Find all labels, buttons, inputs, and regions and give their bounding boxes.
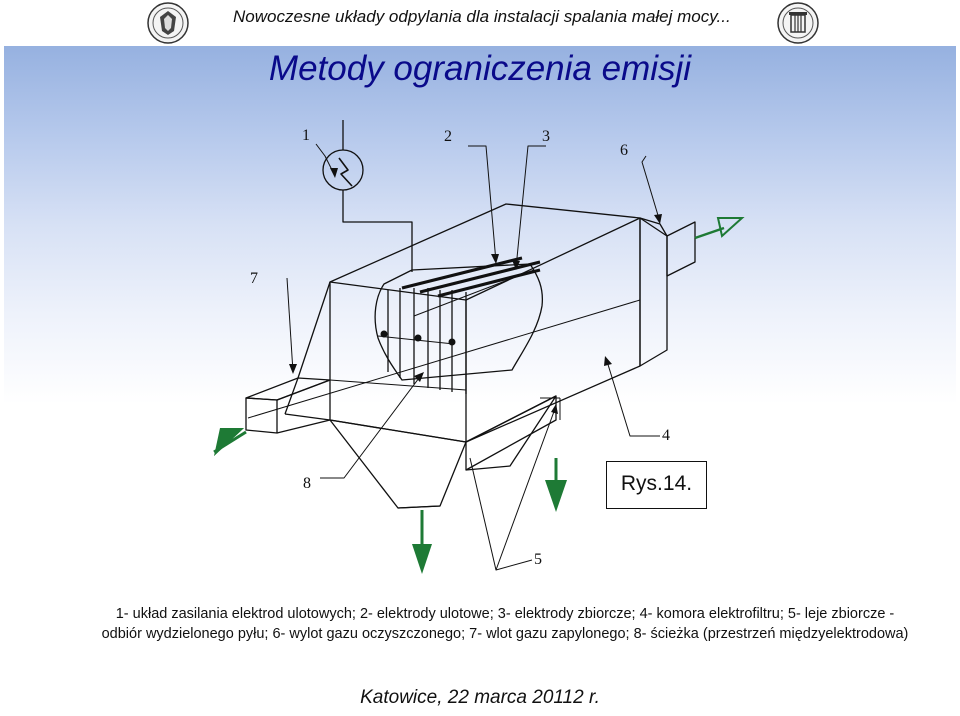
slide-title: Metody ograniczenia emisji xyxy=(268,49,692,88)
inlet-arrow-icon xyxy=(213,428,247,456)
label-4: 4 xyxy=(662,427,670,444)
electrostatic-precipitator-diagram: 1 2 3 6 7 4 8 5 xyxy=(213,120,745,574)
outlet-arrow-icon xyxy=(694,217,745,240)
discharge-electrodes xyxy=(401,256,541,298)
electrode-cutaway xyxy=(374,263,544,394)
label-6: 6 xyxy=(620,142,628,159)
footer-text: Katowice, 22 marca 20112 r. xyxy=(360,687,600,708)
chamber-body xyxy=(245,203,696,443)
header-title: Nowoczesne układy odpylania dla instalac… xyxy=(233,7,731,26)
faculty-logo-right xyxy=(777,2,819,44)
leader-lines xyxy=(286,143,661,571)
header-bar: Nowoczesne układy odpylania dla instalac… xyxy=(0,0,960,46)
component-numbers: 1 2 3 6 7 4 8 5 xyxy=(250,127,670,568)
label-2: 2 xyxy=(444,128,452,145)
label-3: 3 xyxy=(542,128,550,145)
figure-label: Rys.14. xyxy=(620,472,693,495)
label-8: 8 xyxy=(303,475,311,492)
slide-background xyxy=(4,46,956,686)
label-7: 7 xyxy=(250,270,258,287)
leader-arrowheads xyxy=(289,168,662,414)
label-1: 1 xyxy=(302,127,310,144)
dust-discharge-arrow-icon-2 xyxy=(545,458,567,512)
figure-caption: 1- układ zasilania elektrod ulotowych; 2… xyxy=(101,606,909,642)
gas-flow-arrows xyxy=(213,217,745,574)
electrode-nodes xyxy=(380,330,456,346)
university-crest-logo-left xyxy=(147,2,189,44)
label-5: 5 xyxy=(534,551,542,568)
figure-label-box: Rys.14. xyxy=(606,461,707,509)
high-voltage-supply xyxy=(322,120,413,272)
dust-discharge-arrow-icon-1 xyxy=(412,510,432,574)
